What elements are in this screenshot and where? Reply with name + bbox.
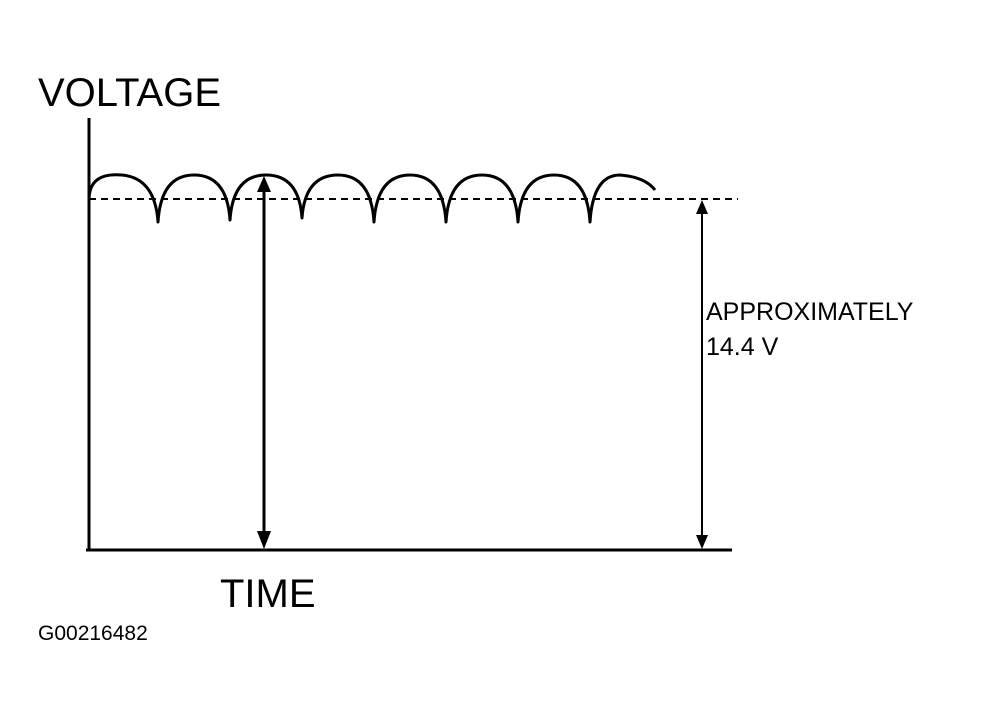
- peak-voltage-arrow: [257, 176, 271, 549]
- x-axis-label: TIME: [220, 572, 316, 616]
- average-voltage-arrow: [696, 200, 708, 549]
- annotation-line-2: 14.4 V: [706, 333, 779, 361]
- figure-id: G00216482: [38, 622, 148, 645]
- y-axis-label: VOLTAGE: [38, 71, 221, 115]
- annotation-line-1: APPROXIMATELY: [706, 298, 914, 326]
- ripple-waveform: [87, 173, 657, 224]
